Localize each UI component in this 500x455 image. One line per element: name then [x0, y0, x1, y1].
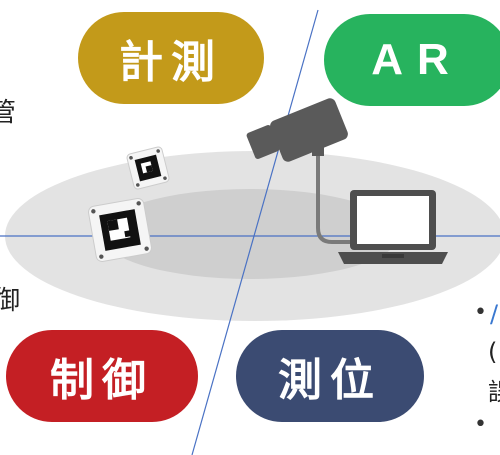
security-camera-icon: [246, 98, 348, 162]
control-label: 制御: [6, 330, 198, 422]
ar-label: AR: [324, 14, 500, 106]
ar-marker-small: [126, 146, 170, 190]
measure-label: 計測: [78, 12, 264, 104]
diagonal-axis-line: [191, 9, 319, 455]
floor-inner-ellipse: [100, 189, 400, 279]
edge-bullet-1: •: [474, 300, 487, 325]
edge-bullet-2: •: [474, 412, 487, 437]
edge-text-right-3: 誤: [488, 372, 500, 407]
edge-text-left-bottom: 御: [0, 286, 21, 316]
camera-cable: [316, 148, 354, 244]
laptop-icon: [338, 190, 448, 264]
ar-marker-large: [88, 198, 152, 262]
edge-text-left-top: 管: [0, 98, 17, 128]
edge-text-right-1: /: [490, 300, 499, 328]
position-label: 測位: [236, 330, 424, 422]
edge-text-right-2: (: [488, 338, 498, 366]
